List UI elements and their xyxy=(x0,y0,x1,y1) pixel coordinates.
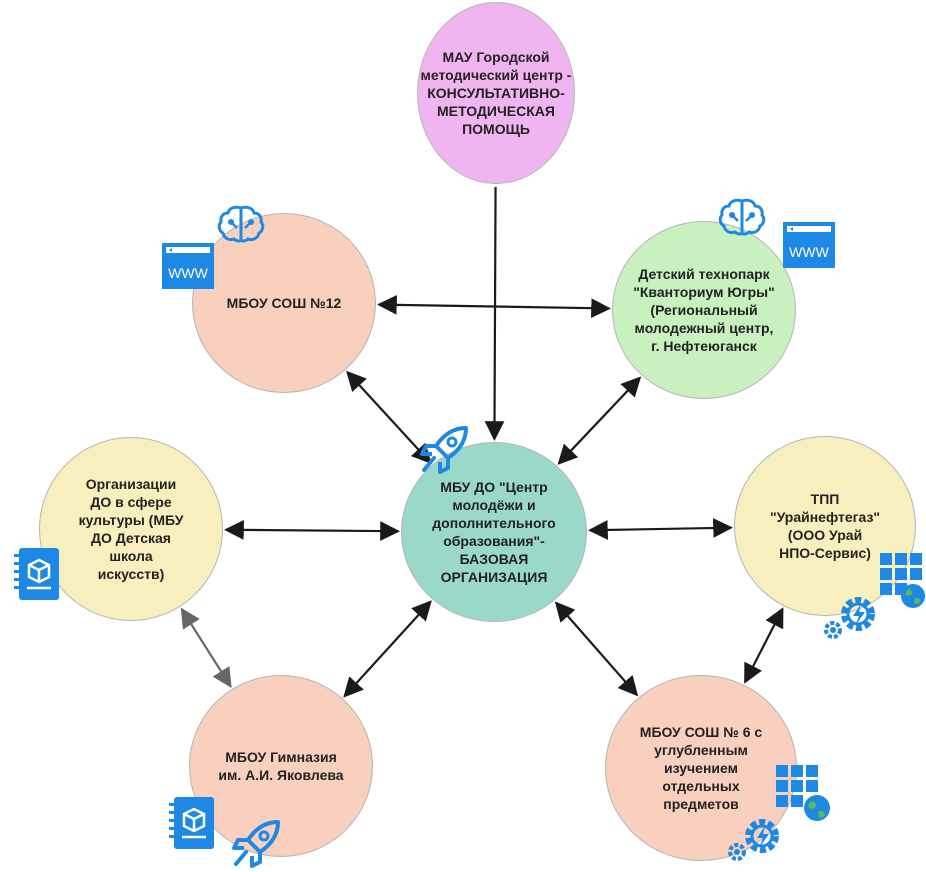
node-culture-organizations-label: Организации ДО в сфере культуры (МБУ ДО … xyxy=(78,476,184,582)
notebook-cube-icon xyxy=(169,797,214,849)
www-text: WWW xyxy=(789,244,829,260)
node-methodical-center: МАУ Городской методический центр - КОНСУ… xyxy=(417,2,575,184)
connector-school6-center xyxy=(554,601,639,697)
node-base-organization-label: МБУ ДО "Центр молодёжи и дополнительного… xyxy=(432,479,556,585)
node-technopark-label: Детский технопарк "Кванториум Югры" (Рег… xyxy=(633,266,775,354)
node-school-12: МБОУ СОШ №12 xyxy=(192,213,376,393)
connector-school12-technopark xyxy=(377,294,611,319)
node-base-organization: МБУ ДО "Центр молодёжи и дополнительного… xyxy=(401,442,587,622)
connector-tpp-school6 xyxy=(744,607,784,684)
www-browser-icon: WWW xyxy=(162,243,214,289)
connector-methodical-center xyxy=(484,186,505,441)
connector-tpp-center xyxy=(588,518,733,540)
notebook-cube-icon xyxy=(14,548,59,600)
brain-icon xyxy=(718,198,766,236)
connector-gymnasium-center xyxy=(343,600,432,698)
connector-culture-center xyxy=(224,520,400,541)
node-gymnasium: МБОУ Гимназия им. А.И. Яковлева xyxy=(189,675,373,857)
node-tpp-uraineftegaz-label: ТПП "Урайнефтегаз" (ООО Урай НПО-Сервис) xyxy=(769,491,881,561)
node-gymnasium-label: МБОУ Гимназия им. А.И. Яковлева xyxy=(218,749,344,783)
rocket-icon xyxy=(232,820,280,868)
connector-culture-gymnasium xyxy=(180,607,232,689)
connector-school12-center xyxy=(346,370,432,464)
node-methodical-center-label: МАУ Городской методический центр - КОНСУ… xyxy=(420,49,572,137)
connector-technopark-center xyxy=(557,376,642,465)
node-culture-organizations: Организации ДО в сфере культуры (МБУ ДО … xyxy=(39,437,223,621)
node-school-12-label: МБОУ СОШ №12 xyxy=(226,295,342,311)
node-school-6-label: МБОУ СОШ № 6 с углубленным изучением отд… xyxy=(639,724,763,812)
node-technopark: Детский технопарк "Кванториум Югры" (Рег… xyxy=(612,221,796,399)
brain-icon xyxy=(217,205,265,243)
grid-globe-icon xyxy=(880,553,925,608)
node-school-6: МБОУ СОШ № 6 с углубленным изучением отд… xyxy=(605,675,797,861)
rocket-icon xyxy=(420,426,468,474)
grid-globe-icon xyxy=(776,765,830,821)
gear-lightning-icon xyxy=(728,819,779,861)
gear-lightning-icon xyxy=(824,597,875,639)
www-browser-icon: WWW xyxy=(783,222,835,268)
www-text: WWW xyxy=(168,265,208,281)
